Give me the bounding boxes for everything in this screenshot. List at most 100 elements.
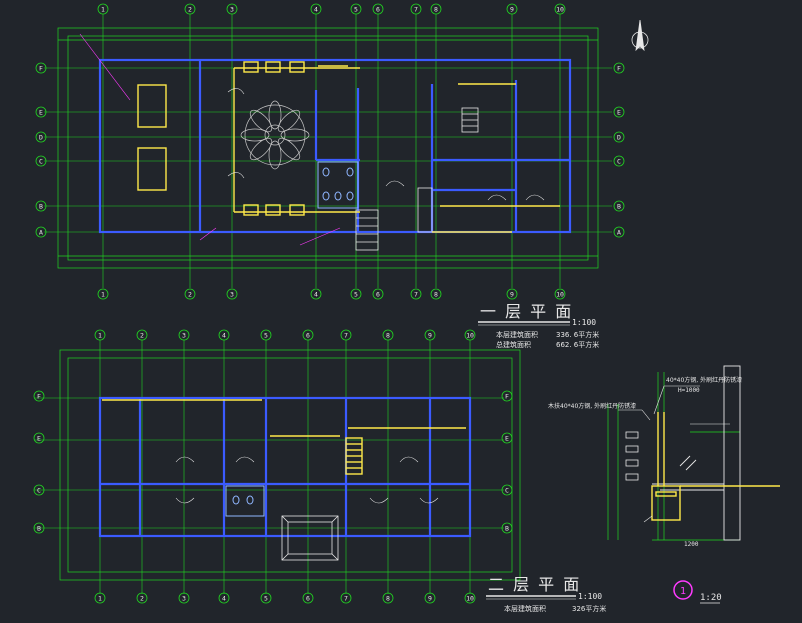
svg-text:C: C (37, 487, 41, 495)
plan1-axis-left-A: A (35, 226, 47, 238)
detail-dim-1200: 1200 (684, 541, 699, 548)
plan2-axis-top-5: 5 (260, 329, 272, 341)
plan2-axis-left-E: E (33, 432, 45, 444)
plan1-axis-top-2: 2 (184, 3, 196, 15)
plan1-axis-bottom-3: 3 (226, 288, 238, 300)
plan1-axis-bottom-8: 8 (430, 288, 442, 300)
detail-scale: 1:20 (700, 593, 722, 603)
plan1-axis-bottom-4: 4 (310, 288, 322, 300)
plan1-axis-left-D: D (35, 131, 47, 143)
plan2-axis-left-F: F (33, 390, 45, 402)
plan2-axis-bottom-3: 3 (178, 592, 190, 604)
svg-text:8: 8 (386, 332, 390, 340)
svg-text:9: 9 (428, 595, 432, 603)
svg-text:5: 5 (354, 291, 358, 299)
svg-text:2: 2 (140, 595, 144, 603)
plan1-axis-bottom-9: 9 (506, 288, 518, 300)
plan2-axis-top-4: 4 (218, 329, 230, 341)
plan1-axis-top-3: 3 (226, 3, 238, 15)
svg-text:B: B (39, 203, 43, 211)
plan1-axis-top-5: 5 (350, 3, 362, 15)
plan2-group: 二 层 平 面 1:100 本层建筑面积 326平方米 (34, 340, 606, 613)
svg-text:2: 2 (188, 291, 192, 299)
svg-text:A: A (39, 229, 43, 237)
plan2-area-value: 326平方米 (572, 604, 606, 613)
svg-text:3: 3 (230, 291, 234, 299)
svg-text:D: D (617, 134, 621, 142)
plan2-area-label: 本层建筑面积 (504, 604, 546, 613)
plan1-axis-top-4: 4 (310, 3, 322, 15)
svg-text:E: E (39, 109, 43, 117)
svg-text:F: F (39, 65, 43, 73)
plan1-toilets (317, 161, 359, 209)
plan1-doors (227, 88, 545, 201)
plan1-horizontal-axis-lines (44, 67, 612, 233)
plan1-axis-right-E: E (613, 106, 625, 118)
plan2-axis-top-6: 6 (302, 329, 314, 341)
plan2-axis-top-2: 2 (136, 329, 148, 341)
svg-text:6: 6 (306, 595, 310, 603)
plan1-vertical-axis-lines (102, 14, 561, 288)
detail-note-left: 木扶40*40方钢, 外刷红丹防锈漆 (548, 402, 636, 410)
svg-text:2: 2 (140, 332, 144, 340)
plan1-stairs (355, 107, 479, 251)
svg-text:2: 2 (188, 6, 192, 14)
plan1-axis-bottom-6: 6 (372, 288, 384, 300)
plan2-axis-bottom-6: 6 (302, 592, 314, 604)
svg-text:D: D (39, 134, 43, 142)
plan1-dimension-frame (57, 27, 599, 269)
svg-text:8: 8 (434, 291, 438, 299)
svg-text:6: 6 (306, 332, 310, 340)
plan1-axis-right-F: F (613, 62, 625, 74)
plan1-area-value-2: 662. 6平方米 (556, 340, 599, 349)
plan2-axis-bottom-9: 9 (424, 592, 436, 604)
plan2-axis-right-C: C (501, 484, 513, 496)
plan2-axis-top-3: 3 (178, 329, 190, 341)
plan2-dimension-frame (59, 349, 521, 581)
plan2-axis-left-C: C (33, 484, 45, 496)
detail-note-h: H=1000 (678, 387, 700, 394)
plan2-toilets (225, 485, 265, 517)
plan1-axis-top-8: 8 (430, 3, 442, 15)
svg-text:E: E (505, 435, 509, 443)
plan1-axis-right-B: B (613, 200, 625, 212)
svg-text:F: F (37, 393, 41, 401)
svg-text:A: A (617, 229, 621, 237)
plan2-walls (98, 396, 472, 538)
plan2-axis-bottom-1: 1 (94, 592, 106, 604)
svg-text:7: 7 (414, 291, 418, 299)
plan2-axis-bottom-4: 4 (218, 592, 230, 604)
plan2-axis-bottom-2: 2 (136, 592, 148, 604)
svg-text:C: C (617, 158, 621, 166)
svg-text:10: 10 (466, 332, 474, 340)
svg-text:1: 1 (101, 291, 105, 299)
svg-text:1: 1 (101, 6, 105, 14)
svg-text:6: 6 (376, 291, 380, 299)
plan2-axis-right-E: E (501, 432, 513, 444)
svg-text:5: 5 (354, 6, 358, 14)
svg-text:8: 8 (434, 6, 438, 14)
plan2-axis-top-9: 9 (424, 329, 436, 341)
plan2-axis-top-1: 1 (94, 329, 106, 341)
plan1-axis-bottom-1: 1 (97, 288, 109, 300)
svg-text:C: C (505, 487, 509, 495)
plan1-axis-left-E: E (35, 106, 47, 118)
railing-detail-group: 40*40方钢, 外刷红丹防锈漆 H=1000 木扶40*40方钢, 外刷红丹防… (548, 365, 780, 604)
svg-text:9: 9 (510, 291, 514, 299)
svg-text:3: 3 (182, 332, 186, 340)
svg-text:B: B (37, 525, 41, 533)
svg-text:1: 1 (98, 595, 102, 603)
plan2-axis-bottom-8: 8 (382, 592, 394, 604)
svg-text:F: F (617, 65, 621, 73)
railing-detail-leaders (618, 385, 730, 523)
svg-text:10: 10 (556, 291, 564, 299)
north-arrow-icon (631, 19, 649, 52)
svg-text:B: B (505, 525, 509, 533)
svg-text:E: E (37, 435, 41, 443)
plan1-axis-top-7: 7 (410, 3, 422, 15)
plan2-axis-top-8: 8 (382, 329, 394, 341)
plan1-area-value-1: 336. 6平方米 (556, 330, 599, 339)
plan1-axis-left-F: F (35, 62, 47, 74)
